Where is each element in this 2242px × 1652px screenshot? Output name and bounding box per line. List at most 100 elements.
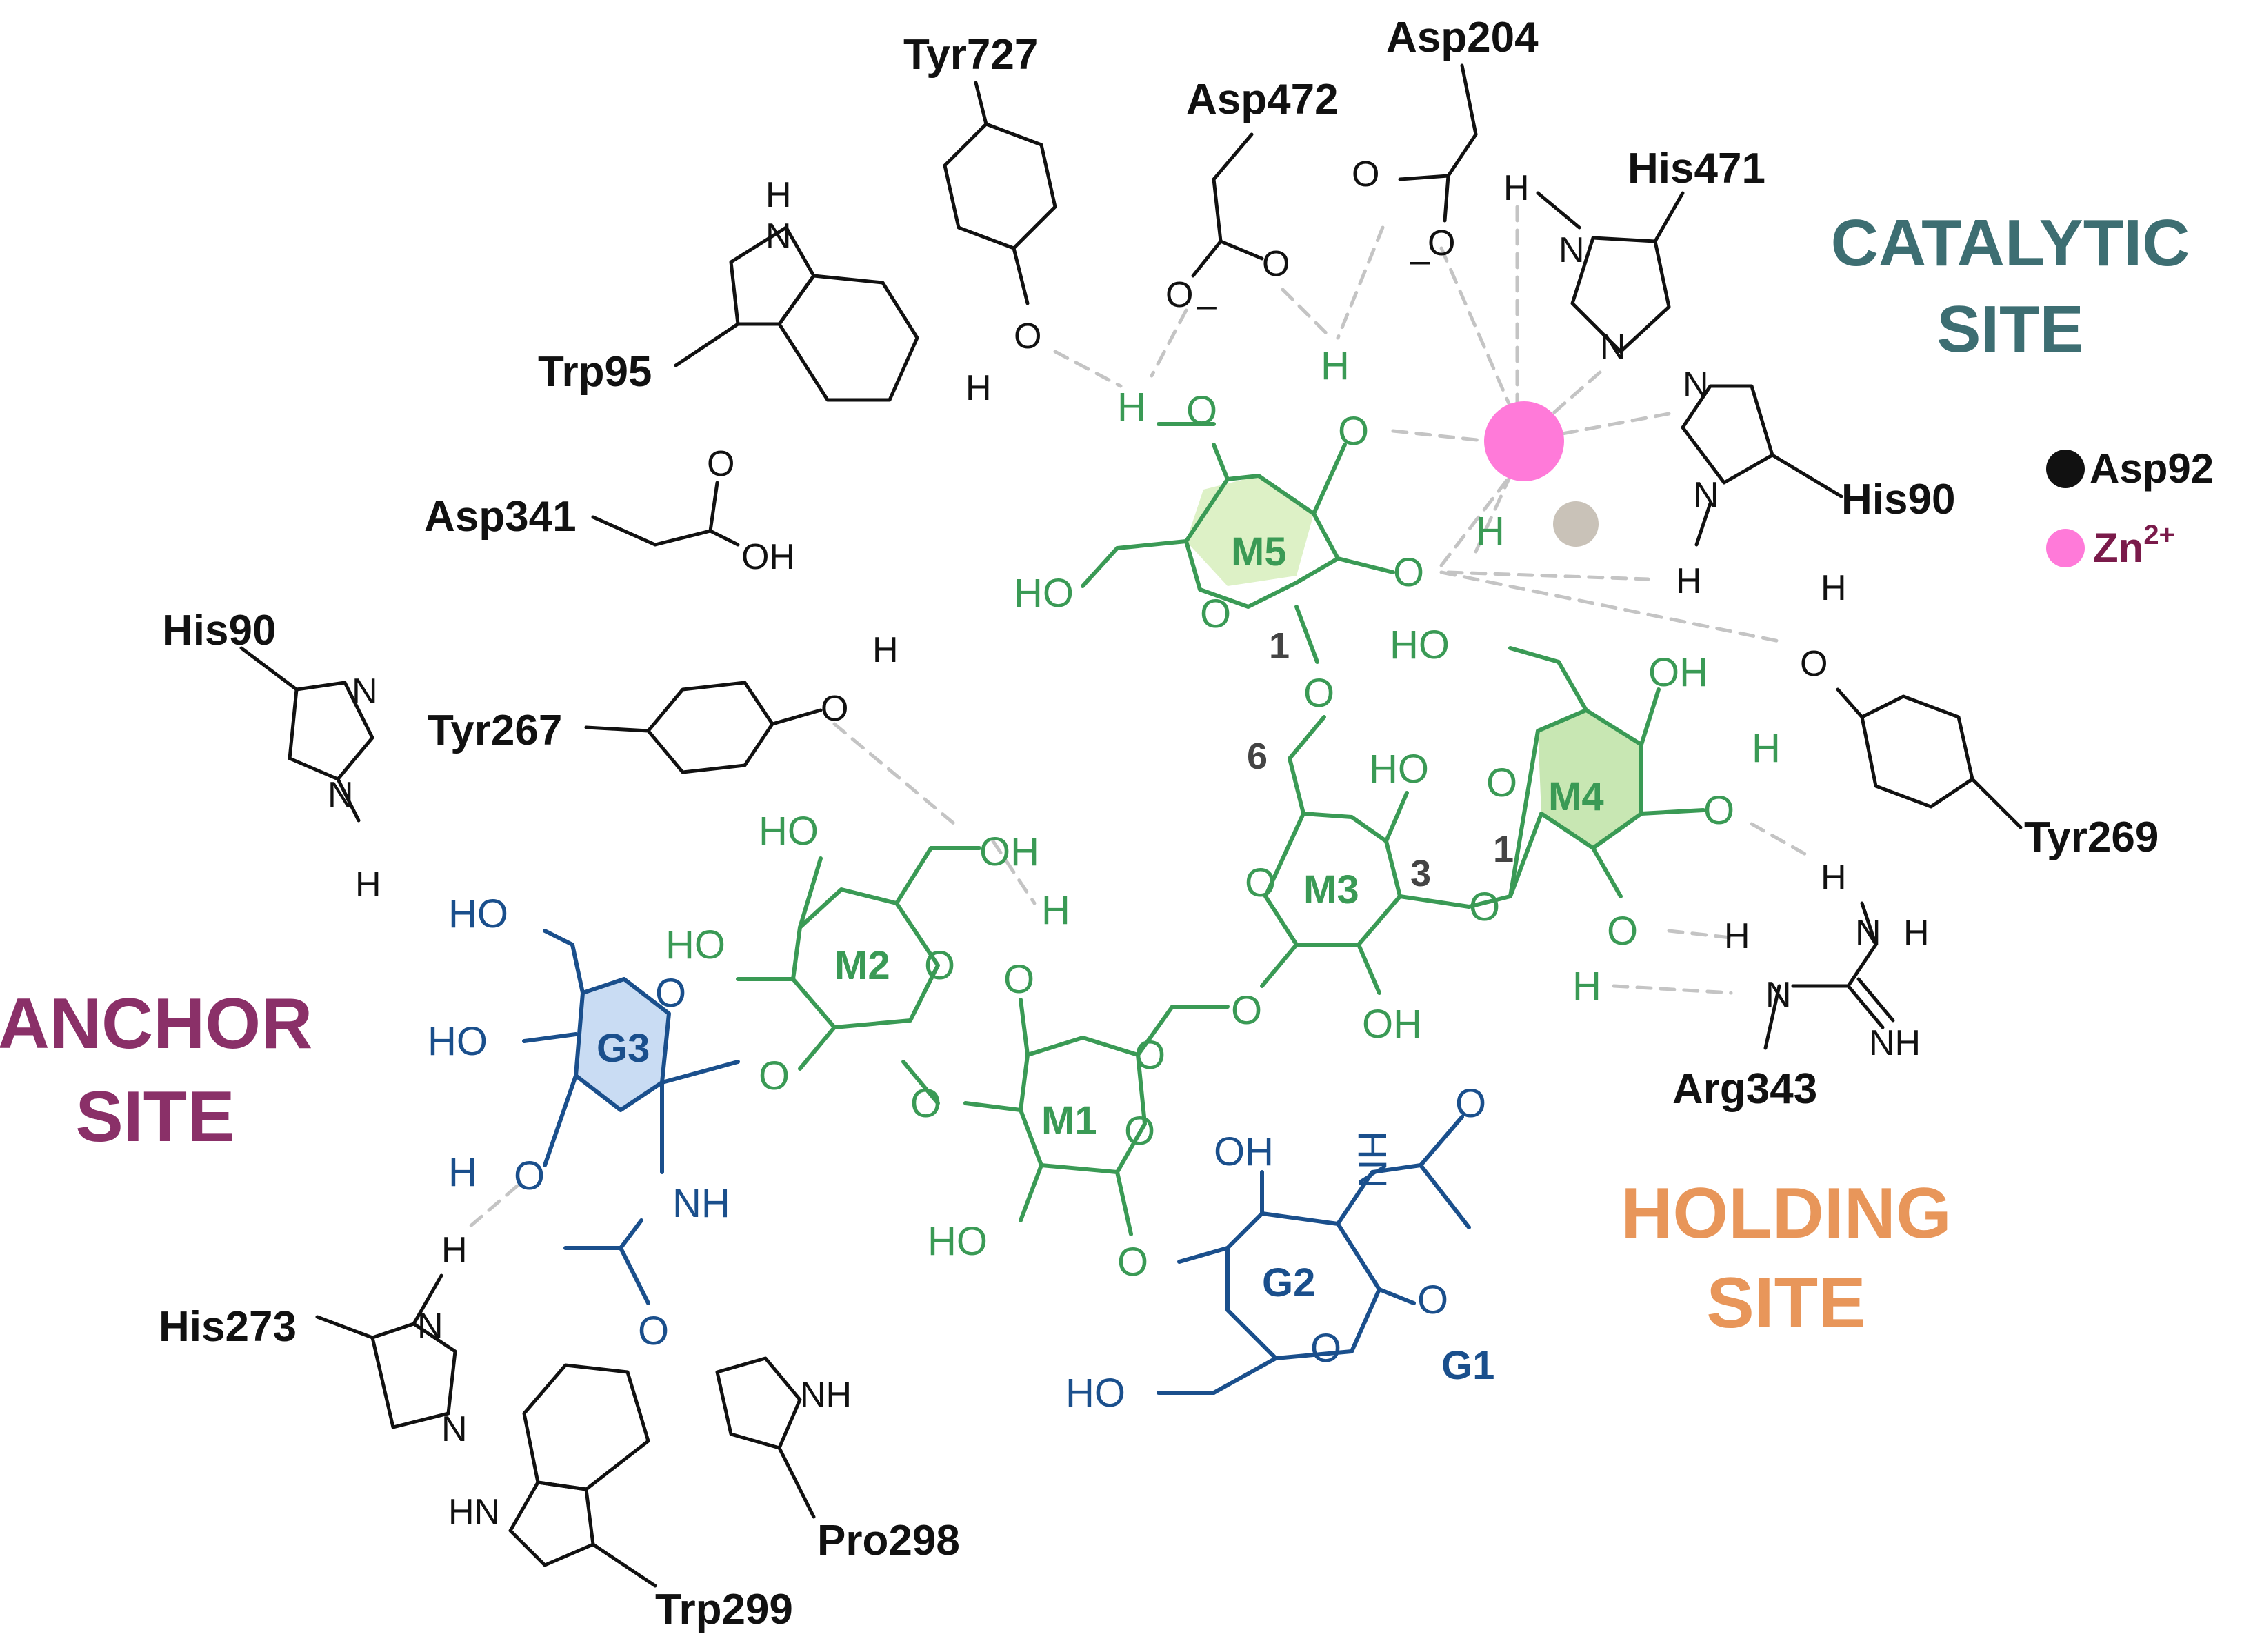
label-his471: His471 (1628, 145, 1765, 192)
atom-o: O (1607, 909, 1638, 954)
atom-nh: NH (800, 1375, 852, 1415)
atom-o: O (1231, 988, 1262, 1033)
atom-n: N (765, 216, 792, 256)
atom-h: H (1821, 858, 1847, 898)
atom-minus: – (1197, 285, 1217, 325)
atom-oh: OH (741, 537, 795, 577)
residue-bonds (239, 63, 2023, 1588)
atom-oh: OH (1214, 1129, 1274, 1174)
atom-n: N (352, 672, 378, 712)
atom-o: O (1245, 860, 1276, 905)
sugar-m3: M3 (1303, 867, 1359, 912)
atom-o: O (1800, 644, 1828, 684)
atom-o: O (1469, 885, 1500, 929)
atom-o: O (655, 971, 686, 1016)
hydrogen-bonds (467, 205, 1809, 1229)
atom-o: O (1486, 760, 1517, 805)
legend-zn-label: Zn2+ (2093, 520, 2175, 571)
sugar-g3: G3 (597, 1026, 650, 1071)
atom-n: N (1765, 975, 1792, 1015)
legend-zn-charge: 2+ (2143, 520, 2175, 550)
linkage-m5-1: 1 (1269, 625, 1290, 667)
atom-o: O (1200, 592, 1231, 636)
label-tyr269: Tyr269 (2024, 814, 2159, 861)
atom-o: O (1262, 244, 1290, 284)
atom-n: N (1683, 365, 1709, 405)
atom-h: H (872, 630, 899, 670)
atom-h: H (1752, 726, 1781, 771)
atom-n: N (1600, 327, 1626, 367)
atom-n: N (1855, 913, 1881, 953)
atom-o: O (1134, 1033, 1165, 1078)
m4-ring-fill (1538, 710, 1641, 848)
atom-h: H (355, 865, 381, 905)
atom-n: N (441, 1409, 468, 1449)
atom-ho: HO (665, 923, 725, 967)
atom-oh: OH (1648, 650, 1708, 695)
sugar-m2: M2 (834, 943, 890, 988)
zinc-ion (1484, 401, 1564, 481)
atom-ho: HO (759, 809, 819, 854)
label-tyr727: Tyr727 (903, 31, 1038, 79)
sugar-g2: G2 (1262, 1260, 1315, 1305)
label-his90-right: His90 (1841, 476, 1955, 523)
atom-hn: HN (1350, 1131, 1394, 1189)
atom-o: O (1124, 1109, 1155, 1154)
linkage-m3-6: 6 (1247, 736, 1268, 777)
label-asp472: Asp472 (1186, 76, 1339, 123)
sugar-m1: M1 (1041, 1098, 1097, 1143)
label-asp204: Asp204 (1386, 14, 1539, 61)
label-trp299: Trp299 (655, 1586, 793, 1633)
atom-h: H (1503, 168, 1530, 208)
atom-ho: HO (428, 1019, 488, 1064)
site-labels: CATALYTIC SITE ANCHOR SITE HOLDING SITE (0, 206, 2190, 1343)
anchor-site-label-line2: SITE (75, 1077, 234, 1157)
atom-ho: HO (928, 1219, 988, 1264)
atom-h: H (1676, 561, 1702, 601)
atom-ho: HO (1065, 1371, 1125, 1416)
atom-n: N (1559, 230, 1585, 270)
sugar-labels: M5 M4 M3 M2 M1 G3 G2 G1 (597, 530, 1604, 1388)
catalytic-site-label: CATALYTIC (1831, 206, 2190, 280)
label-asp341: Asp341 (424, 493, 577, 541)
atom-o: O (924, 943, 955, 988)
sugar-g1: G1 (1441, 1343, 1494, 1388)
atom-h: H (765, 175, 792, 215)
label-pro298: Pro298 (817, 1517, 960, 1564)
atom-minus: – (1410, 241, 1430, 281)
atom-ho: HO (448, 892, 508, 936)
atom-o: O (1186, 388, 1217, 433)
atom-n: N (417, 1306, 443, 1346)
label-trp95: Trp95 (538, 348, 652, 396)
atom-o: O (1003, 957, 1034, 1002)
atom-ho: HO (1390, 623, 1450, 667)
atom-o: O (638, 1309, 669, 1353)
atom-o: O (1338, 409, 1369, 454)
atom-h: H (1821, 568, 1847, 608)
atom-o: O (1703, 788, 1734, 833)
atom-oh: OH (979, 829, 1039, 874)
catalytic-site-label-line2: SITE (1936, 292, 2083, 366)
legend-zn-marker (2046, 529, 2085, 567)
holding-site-label: HOLDING (1621, 1173, 1952, 1253)
atom-o: O (821, 689, 848, 729)
atom-o: O (1165, 275, 1193, 315)
glcnac-bonds (522, 929, 1471, 1395)
atom-o: O (1310, 1326, 1341, 1371)
sugar-m4: M4 (1548, 774, 1604, 819)
atom-h: H (448, 1150, 477, 1195)
atom-o: O (1417, 1278, 1448, 1322)
label-his90-left: His90 (162, 607, 276, 654)
atom-o: O (1352, 154, 1379, 194)
residue-atoms: O H O O – O O – H N N H N O OH N N H O H… (328, 154, 1930, 1532)
water-molecule (1553, 501, 1599, 547)
atom-h: H (965, 368, 992, 408)
m5-ring-fill (1186, 476, 1314, 586)
atom-h: H (1321, 343, 1350, 388)
linkage-m3-3: 3 (1410, 853, 1431, 894)
residue-labels: Tyr727 Asp472 Asp204 His471 Trp95 Asp341… (159, 14, 2159, 1633)
label-arg343: Arg343 (1672, 1065, 1817, 1113)
legend: Asp92 Zn2+ (2046, 445, 2214, 571)
mannose-atoms: H O H O O H HO O O HO OH HO O H O O O O … (665, 343, 1781, 1285)
